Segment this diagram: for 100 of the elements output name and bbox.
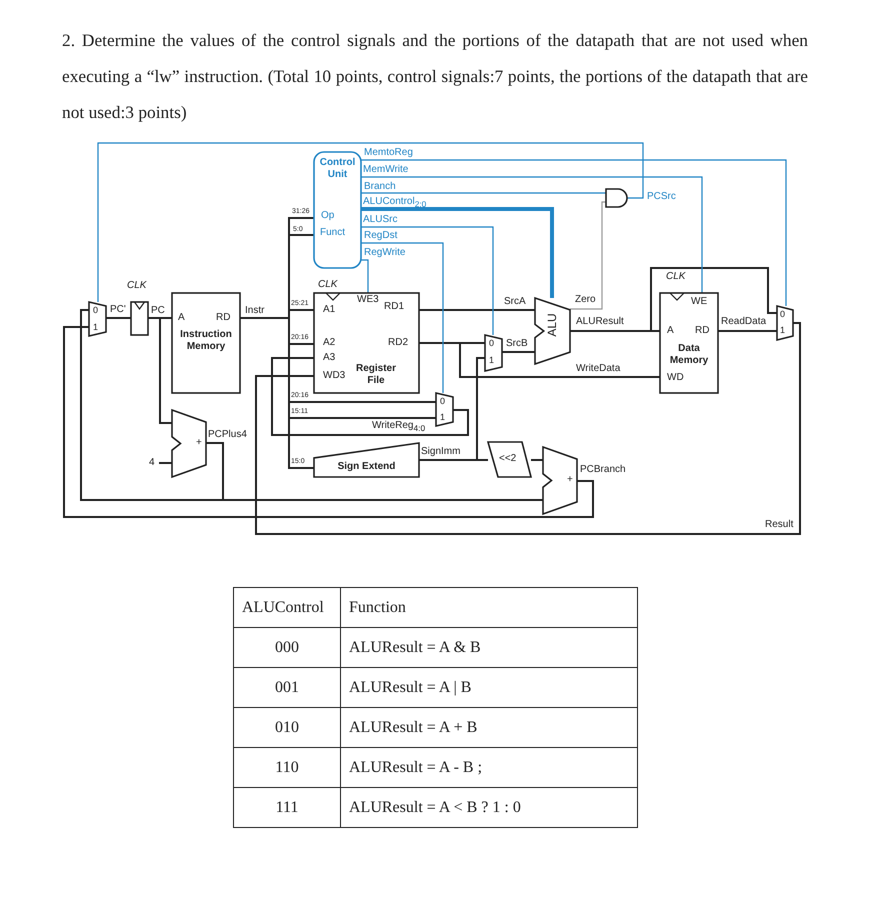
signal-label: Instr <box>245 306 264 316</box>
table-cell: ALUResult = A < B ? 1 : 0 <box>340 788 638 828</box>
control-signal-wire <box>361 176 703 293</box>
input-number: 1 <box>440 413 446 422</box>
signal-label: PC' <box>110 305 126 315</box>
signal-label: PCSrc <box>647 192 676 202</box>
signal-label: Result <box>765 520 794 530</box>
signal-label: RegDst <box>364 231 398 241</box>
signal-label: PC <box>151 306 165 316</box>
table-cell: ALUResult = A & B <box>340 628 638 668</box>
table-cell: ALUControl <box>234 588 340 628</box>
input-number: 0 <box>489 339 494 348</box>
adder <box>543 447 577 514</box>
block-label: Data Memory <box>668 343 710 367</box>
table-cell: 001 <box>234 668 340 708</box>
block-label: Register File <box>354 363 397 387</box>
port-label: + <box>196 438 202 448</box>
memory-block <box>172 293 240 393</box>
wire <box>502 351 535 353</box>
signal-label: ALUSrc <box>363 215 398 225</box>
wire <box>570 267 777 332</box>
port-label: RD <box>695 326 710 336</box>
wire <box>148 317 172 424</box>
shift-left-block <box>488 442 531 477</box>
control-signal-wire <box>361 242 444 393</box>
wire <box>531 459 543 461</box>
register <box>131 302 148 335</box>
signal-label: ReadData <box>721 317 766 327</box>
adder <box>172 410 206 477</box>
multiplexer <box>89 302 106 336</box>
signal-label: PCPlus4 <box>208 430 247 440</box>
alu <box>535 298 570 364</box>
input-number: 0 <box>93 306 98 315</box>
wire <box>106 317 131 319</box>
register-file <box>314 293 419 393</box>
signal-label: RegWrite <box>364 248 406 258</box>
port-label: WD3 <box>323 371 346 381</box>
control-signal-wire <box>361 259 369 293</box>
port-label: RD1 <box>384 302 404 312</box>
wire <box>240 317 314 469</box>
control-signal-wire <box>97 142 644 302</box>
input-number: 1 <box>780 326 786 335</box>
block-label: ALU <box>546 313 558 337</box>
port-label: Funct <box>320 228 346 238</box>
wire <box>255 322 801 535</box>
signal-label: ALUControl$_{2:0}$ <box>363 197 426 208</box>
wire <box>159 462 172 464</box>
port-label: A <box>178 313 185 323</box>
port-label: WE3 <box>357 295 379 305</box>
block-label: Instruction Memory <box>179 329 233 353</box>
constant-label: 4 <box>149 457 159 469</box>
table-cell: 010 <box>234 708 340 748</box>
input-number: 0 <box>780 310 786 319</box>
port-label: A3 <box>323 353 336 363</box>
wire <box>206 442 543 501</box>
port-label: <<2 <box>499 454 516 464</box>
port-label: A1 <box>323 305 336 315</box>
port-label: RD2 <box>388 338 408 348</box>
signal-label: MemWrite <box>363 165 408 175</box>
multiplexer <box>485 335 502 371</box>
control-signal-wire <box>570 201 606 310</box>
signal-label: MemtoReg <box>364 148 413 158</box>
port-label: RD <box>216 313 230 323</box>
block-label: Control Unit <box>318 157 356 181</box>
control-signal-wire <box>361 226 494 335</box>
and-gate <box>606 189 627 207</box>
control-signal-wire <box>361 207 554 298</box>
port-label: WD <box>667 373 684 383</box>
sign-extend-block <box>314 443 419 477</box>
signal-label: WriteData <box>576 364 620 374</box>
wire <box>80 309 224 501</box>
signal-label: Branch <box>364 182 396 192</box>
signal-label: WriteReg$_{4:0}$ <box>372 421 426 432</box>
wire <box>419 342 660 378</box>
table-cell: 000 <box>234 628 340 668</box>
control-unit <box>314 152 361 268</box>
input-number: 1 <box>93 323 98 332</box>
wire <box>271 357 469 436</box>
clock-label: CLK <box>318 280 338 290</box>
data-memory <box>660 293 718 393</box>
port-label: Op <box>321 211 334 221</box>
signal-label: SrcA <box>504 297 526 307</box>
input-number: 1 <box>489 356 494 365</box>
signal-label: Zero <box>575 295 596 305</box>
table-cell: 111 <box>234 788 340 828</box>
input-number: 0 <box>440 397 446 406</box>
table-cell: ALUResult = A - B ; <box>340 748 638 788</box>
wire <box>63 326 594 518</box>
multiplexer <box>436 393 453 426</box>
signal-label: ALUResult <box>576 317 624 327</box>
port-label: A <box>667 326 674 336</box>
clock-label: CLK <box>666 272 686 282</box>
multiplexer <box>777 306 793 340</box>
port-label: + <box>567 475 573 485</box>
signal-label: SrcB <box>506 339 528 349</box>
port-label: A2 <box>323 338 336 348</box>
wire <box>419 309 535 311</box>
control-signal-wire <box>361 192 606 194</box>
signal-label: SignImm <box>421 447 460 457</box>
table-cell: 110 <box>234 748 340 788</box>
